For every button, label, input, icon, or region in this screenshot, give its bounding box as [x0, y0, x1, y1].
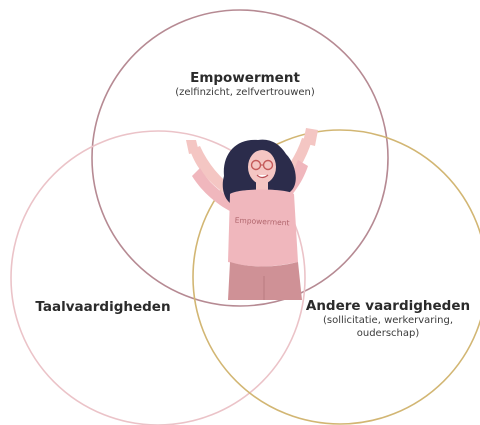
label-empowerment: Empowerment (zelfinzicht, zelfvertrouwen…: [140, 70, 350, 99]
circle-taalvaardigheden: [10, 130, 306, 425]
andere-vaardigheden-subtitle: (sollicitatie, werkervaring, ouderschap): [322, 315, 454, 339]
circle-andere-vaardigheden: [192, 129, 480, 425]
sweater: [228, 189, 298, 267]
pants: [228, 262, 302, 300]
empowerment-subtitle: (zelfinzicht, zelfvertrouwen): [175, 87, 315, 98]
label-taalvaardigheden: Taalvaardigheden: [28, 299, 178, 315]
andere-vaardigheden-title: Andere vaardigheden: [305, 298, 471, 314]
shirt-text: Empowerment: [235, 216, 290, 228]
circle-empowerment: [91, 9, 389, 307]
woman-illustration: [186, 128, 318, 300]
label-andere-vaardigheden: Andere vaardigheden (sollicitatie, werke…: [300, 298, 476, 340]
taalvaardigheden-title: Taalvaardigheden: [35, 299, 171, 315]
empowerment-title: Empowerment: [190, 70, 300, 86]
